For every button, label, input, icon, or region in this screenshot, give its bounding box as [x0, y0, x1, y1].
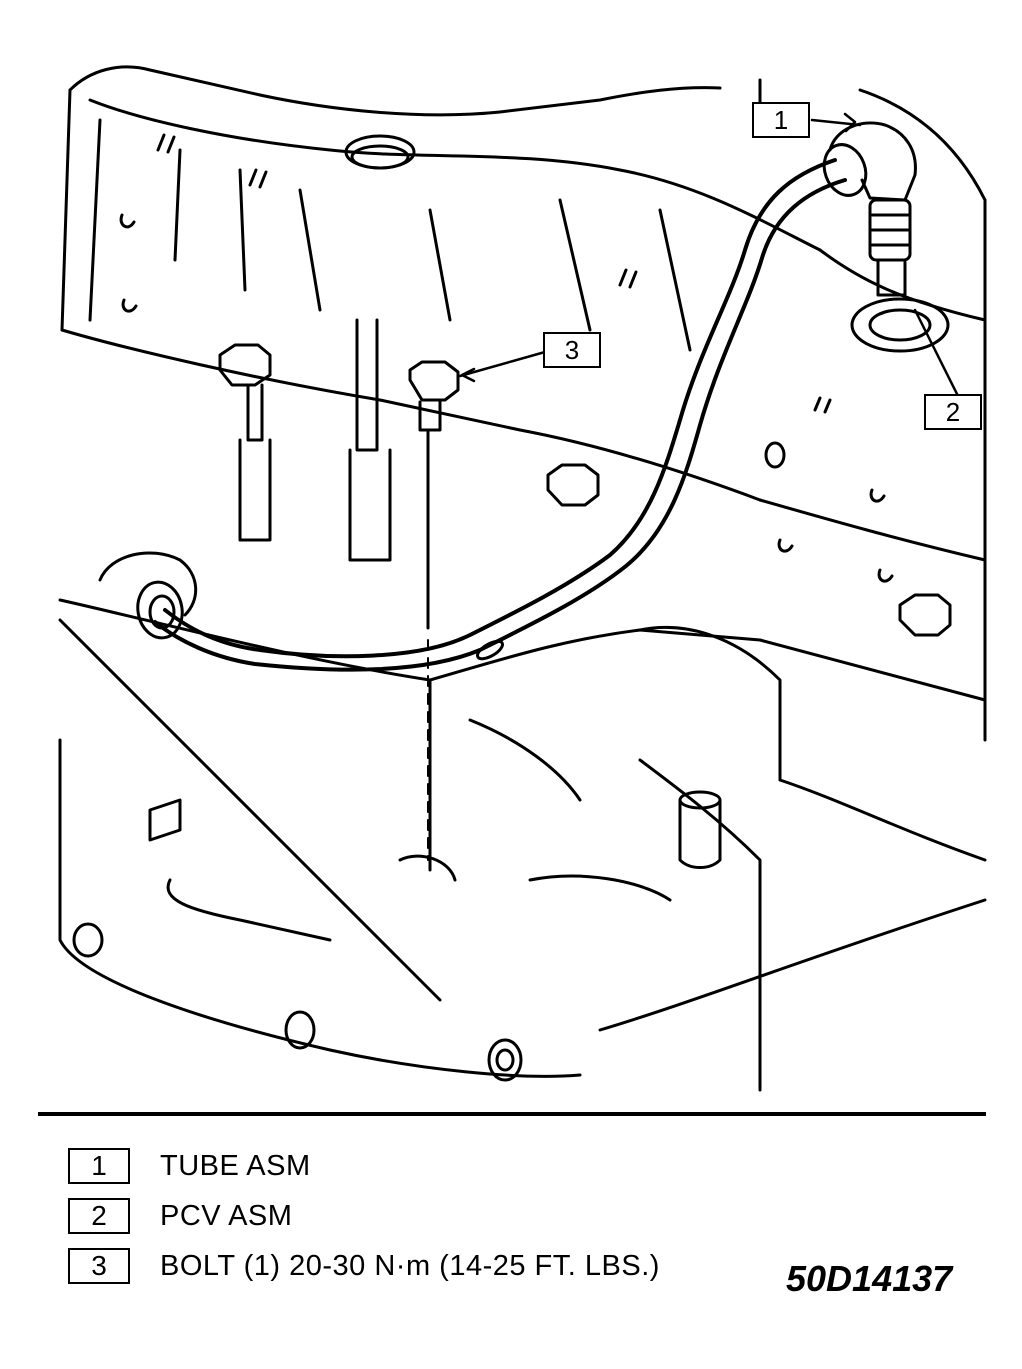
engine-illustration: [58, 65, 987, 1092]
legend-label-1: TUBE ASM: [160, 1150, 311, 1182]
studs-and-bolts: [218, 318, 952, 637]
callout-2: 2: [924, 394, 982, 430]
legend-item-2: 2 PCV ASM: [68, 1198, 968, 1234]
legend-item-3: 3 BOLT (1) 20-30 N·m (14-25 FT. LBS.): [68, 1248, 968, 1284]
legend-number-2: 2: [68, 1198, 130, 1234]
callout-2-number: 2: [945, 396, 961, 427]
lower-housing: [58, 598, 987, 1092]
pcv-valve: [822, 121, 950, 353]
legend-number-1: 1: [68, 1148, 130, 1184]
legend-item-1: 1 TUBE ASM: [68, 1148, 968, 1184]
leader-lines: [458, 112, 962, 402]
callout-1-number: 1: [773, 104, 789, 135]
legend-number-3: 3: [68, 1248, 130, 1284]
legend-label-2: PCV ASM: [160, 1200, 293, 1232]
filler-cap: [344, 134, 416, 170]
engine-block-outline: [60, 65, 987, 742]
lower-elbow-fitting: [98, 551, 198, 640]
legend-label-3: BOLT (1) 20-30 N·m (14-25 FT. LBS.): [160, 1250, 660, 1282]
callout-3-number: 3: [564, 334, 580, 365]
divider-line: [38, 1112, 986, 1116]
callout-3: 3: [543, 332, 601, 368]
callout-1: 1: [752, 102, 810, 138]
block-details: [119, 133, 894, 583]
pcv-tube: [153, 158, 847, 672]
figure-id: 50D14137: [786, 1258, 953, 1299]
